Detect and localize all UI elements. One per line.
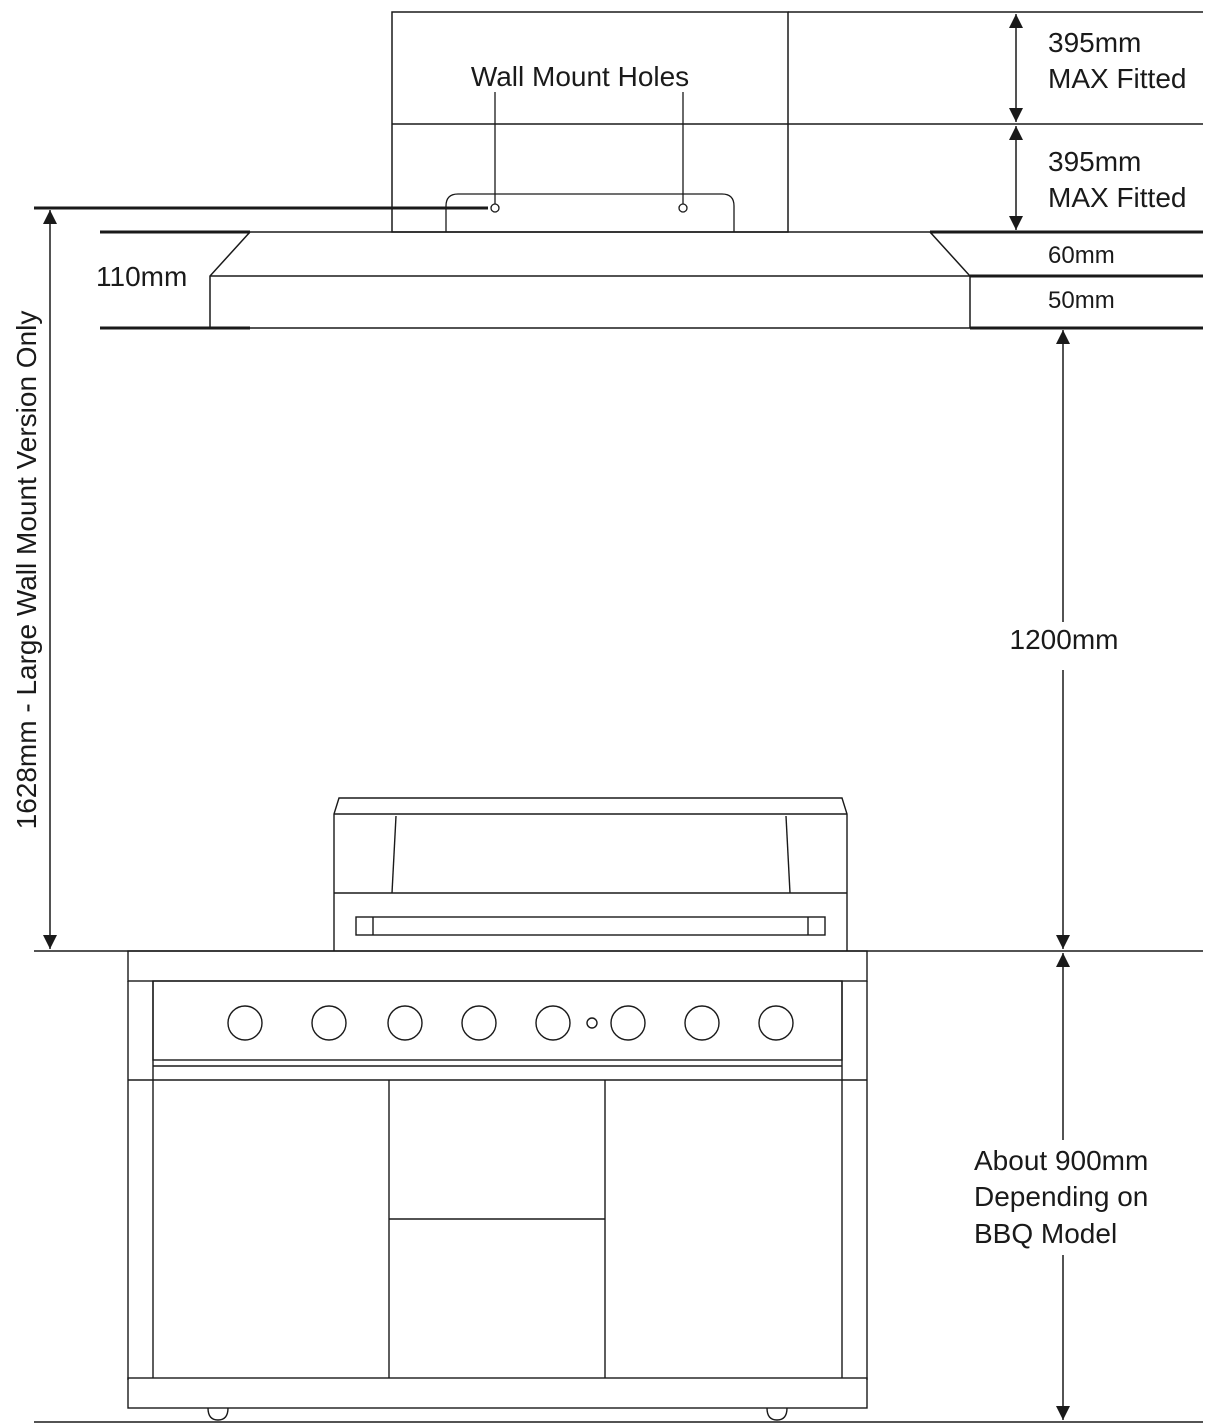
label-bbq-height-line3: BBQ Model <box>974 1218 1117 1249</box>
duct-cover-outline <box>391 11 789 233</box>
knob-1 <box>227 1005 263 1041</box>
label-bbq-height-line2: Depending on <box>974 1181 1148 1212</box>
ignition-button <box>586 1017 598 1029</box>
bbq-lid-handle <box>355 916 826 936</box>
label-hood-top-section: 60mm <box>1048 242 1115 269</box>
label-upper-duct-note: MAX Fitted <box>1048 63 1186 94</box>
label-clearance-height: 1200mm <box>1010 624 1119 655</box>
label-bbq-height-line1: About 900mm <box>974 1145 1148 1176</box>
knob-7 <box>684 1005 720 1041</box>
knob-6 <box>610 1005 646 1041</box>
control-panel <box>152 980 843 1061</box>
knob-8 <box>758 1005 794 1041</box>
caster-left <box>207 1407 229 1421</box>
rangehood-canopy <box>209 231 971 329</box>
bbq-lid <box>333 797 848 951</box>
label-lower-duct-note: MAX Fitted <box>1048 182 1186 213</box>
mount-hole-right <box>678 203 688 213</box>
reference-lines <box>34 206 1203 330</box>
label-lower-duct-size: 395mm <box>1048 146 1141 177</box>
mount-hole-left <box>490 203 500 213</box>
control-knobs <box>227 1005 794 1041</box>
knob-5 <box>535 1005 571 1041</box>
label-wall-mount-holes: Wall Mount Holes <box>471 61 689 92</box>
knob-2 <box>311 1005 347 1041</box>
label-hood-height: 110mm <box>96 261 187 292</box>
dimension-arrows <box>43 13 1070 1420</box>
knob-4 <box>461 1005 497 1041</box>
label-hood-bottom-section: 50mm <box>1048 287 1115 314</box>
bbq-cart-top <box>127 950 868 982</box>
caster-right <box>766 1407 788 1421</box>
knob-3 <box>387 1005 423 1041</box>
bbq-cart-base <box>127 1377 868 1409</box>
label-total-height: 1628mm - Large Wall Mount Version Only <box>11 311 42 830</box>
bbq-cart <box>127 950 868 1421</box>
wall-mount-bracket <box>445 92 735 232</box>
label-upper-duct-size: 395mm <box>1048 27 1141 58</box>
